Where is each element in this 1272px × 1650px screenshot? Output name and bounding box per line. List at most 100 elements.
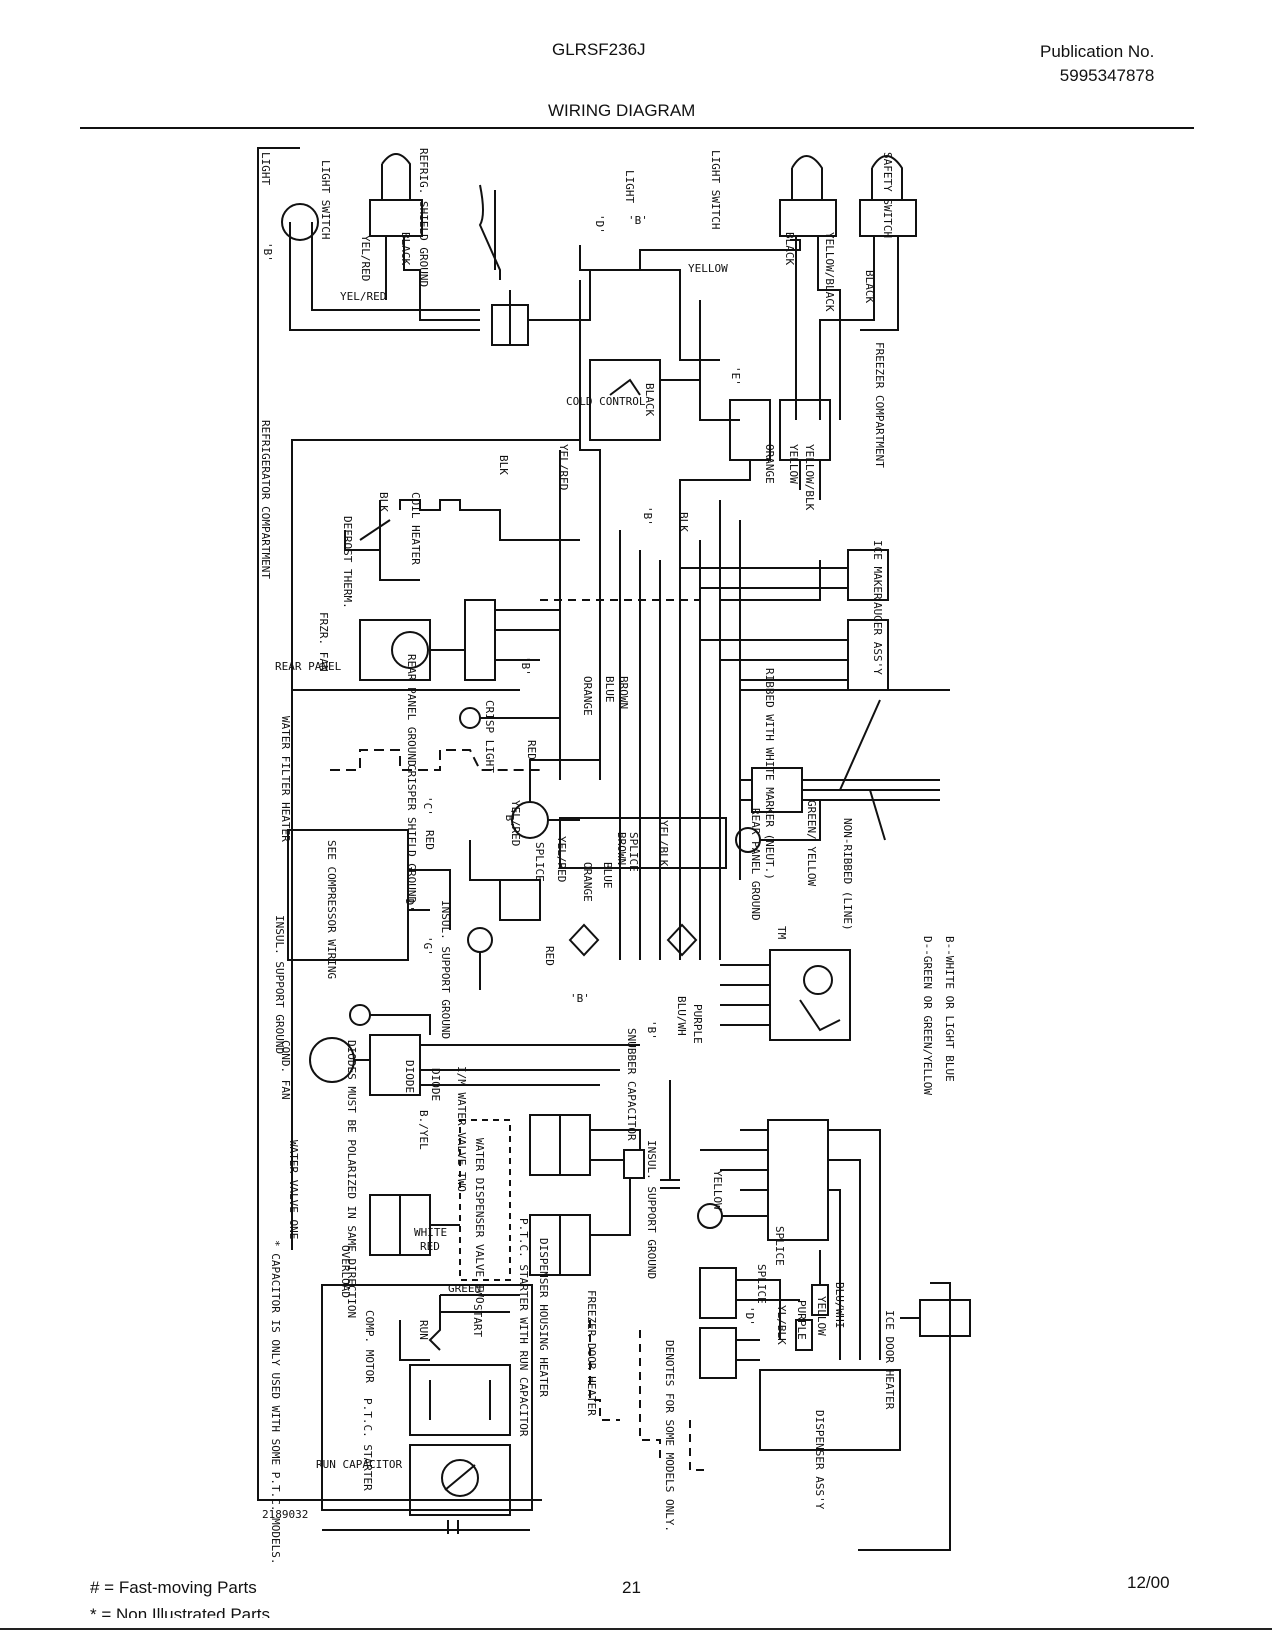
coil-heater [399, 499, 480, 511]
label-tag-d-3: 'D' [743, 1306, 756, 1326]
label-red-c: RED [543, 946, 556, 966]
label-legend-d: D--GREEN OR GREEN/YELLOW [921, 936, 934, 1095]
label-yel-blk-a: YEL/BLK [657, 820, 670, 867]
page-number: 21 [622, 1578, 641, 1597]
label-ice-maker: ICE MAKER [871, 540, 884, 600]
label-cold-control: COLD CONTROL [566, 395, 646, 408]
label-light-switch-left: LIGHT SWITCH [319, 160, 332, 239]
label-red-d: RED [420, 1240, 440, 1253]
label-run-capacitor: RUN CAPACITOR [316, 1458, 402, 1471]
label-yellow-a: YELLOW [688, 262, 728, 275]
fast-moving-legend: # = Fast-moving Parts [90, 1578, 257, 1597]
label-yellow-black: YELLOW/BLACK [823, 232, 836, 312]
label-black-d: BLACK [643, 383, 656, 416]
label-defrost-therm: DEFROST THERM. [341, 516, 354, 609]
splice-d-box [795, 1319, 813, 1351]
splice-b-diamond [666, 923, 698, 957]
label-auger-assy: AUGER ASS'Y [871, 602, 884, 675]
harness-yel-red [579, 280, 601, 780]
label-light-left: LIGHT [259, 152, 272, 185]
label-green: GREEN [448, 1282, 481, 1295]
ice-door-heater-plug [919, 1299, 971, 1337]
label-dispenser-housing-heater: DISPENSER HOUSING HEATER [537, 1238, 550, 1397]
center-junction [499, 879, 541, 921]
label-crisp-light: CRISP LIGHT [483, 700, 496, 773]
label-coil-heater: COIL HEATER [409, 492, 422, 565]
label-denotes-for-some-models: DENOTES FOR SOME MODELS ONLY. [663, 1340, 676, 1532]
label-yel-red-d: YEL/RED [509, 800, 522, 846]
label-run: RUN [417, 1320, 430, 1340]
main-control-board [767, 1119, 829, 1241]
label-freezer-compartment: FREEZER COMPARTMENT [873, 342, 886, 468]
label-tag-b-6: 'B' [570, 992, 590, 1005]
header-rule [80, 127, 1194, 129]
label-white: WHITE [414, 1226, 447, 1239]
frzr-fan-plug [464, 599, 496, 681]
label-blk-a: BLK [497, 455, 510, 475]
label-yel-red-a: YEL/RED [359, 235, 372, 281]
label-safety-switch: SAFETY SWITCH [881, 152, 894, 238]
label-diode-b: DIODE [429, 1068, 442, 1101]
safety-switch [859, 199, 917, 237]
label-yel-red-c: YEL/RED [557, 444, 570, 490]
label-ptc-starter: P.T.C. STARTER [361, 1398, 374, 1491]
compressor-section-box [321, 1284, 533, 1511]
label-blue-a: BLUE [603, 676, 616, 703]
cold-control [589, 359, 661, 441]
label-ribbed-with-white-marker: RIBBED WITH WHITE MARKER (NEUT.) [763, 668, 776, 880]
label-tag-b-2: 'B' [628, 214, 648, 227]
label-start: START [471, 1304, 484, 1337]
label-frzr-fan: FRZR. FAN [317, 612, 330, 672]
label-black-c: BLACK [783, 232, 796, 265]
splice-lower [623, 1149, 645, 1179]
splice-bar [559, 817, 727, 869]
lower-connector-a [699, 1267, 737, 1319]
label-splice-a: SPLICE [533, 842, 546, 882]
diagram-border [257, 147, 542, 1501]
label-refrig-shield-ground: REFRIG. SHIELD GROUND [417, 148, 430, 287]
freezer-relay-b [779, 399, 831, 461]
label-non-ribbed-line: NON-RIBBED (LINE) [841, 818, 854, 931]
label-tag-e: 'E' [729, 366, 742, 386]
label-snubber-capacitor: SNUBBER CAPACITOR [625, 1028, 638, 1141]
label-green-yellow: GREEN/ YELLOW [805, 800, 818, 886]
label-orange-c: ORANGE [581, 862, 594, 902]
label-yellow-c: YELLOW [711, 1170, 724, 1210]
label-diode-a: DIODE [403, 1060, 416, 1093]
label-ice-water-valve-two: I/M WATER VALVE TWO [455, 1066, 468, 1192]
label-blue-b: BLUE [601, 862, 614, 889]
water-filter-heater [330, 749, 540, 771]
light-switch-right [779, 199, 837, 237]
label-freezer-door-heater: FREEZER DOOR HEATER [585, 1290, 598, 1416]
page-title: WIRING DIAGRAM [548, 101, 696, 120]
splice-a-diamond [568, 923, 600, 957]
ptc-element [441, 1459, 479, 1497]
label-insul-support-ground-b: INSUL. SUPPORT GROUND [439, 900, 452, 1039]
label-ice-door-heater: ICE DOOR HEATER [883, 1310, 896, 1410]
label-yellow-b: YELLOW [787, 444, 800, 484]
frzr-fan-motor [391, 631, 429, 669]
label-tag-b-4: 'B' [519, 656, 532, 676]
comp-motor [409, 1364, 511, 1436]
label-legend-b: B--WHITE OR LIGHT BLUE [943, 936, 956, 1082]
label-tag-d-1: 'D' [593, 214, 606, 234]
freezer-door-heater [639, 1330, 661, 1460]
overload-switch [399, 1320, 430, 1361]
label-black-b: BLACK [863, 270, 876, 303]
label-yel-red-e: YEL/RED [555, 836, 568, 882]
label-purple-a: PURPLE [691, 1004, 704, 1044]
defrost-timer [769, 949, 851, 1041]
publication-number: 5995347878 [1059, 66, 1155, 85]
insul-support-ground-center [467, 927, 493, 953]
label-capacitor-note: * CAPACITOR IS ONLY USED WITH SOME P.T.C… [269, 1240, 282, 1565]
ptc-starter [409, 1444, 511, 1516]
label-orange-b: ORANGE [581, 676, 594, 716]
label-comp-motor: COMP. MOTOR [363, 1310, 376, 1383]
label-yl-blk: YL/BLK [775, 1305, 788, 1345]
non-illustrated-legend: * = Non Illustrated Parts [90, 1605, 271, 1618]
label-light-right: LIGHT [623, 170, 636, 203]
label-blu-wh: BLU/WH [675, 996, 688, 1036]
label-tag-b-3: 'B' [641, 506, 654, 526]
label-b-yel: B./YEL [417, 1110, 430, 1150]
